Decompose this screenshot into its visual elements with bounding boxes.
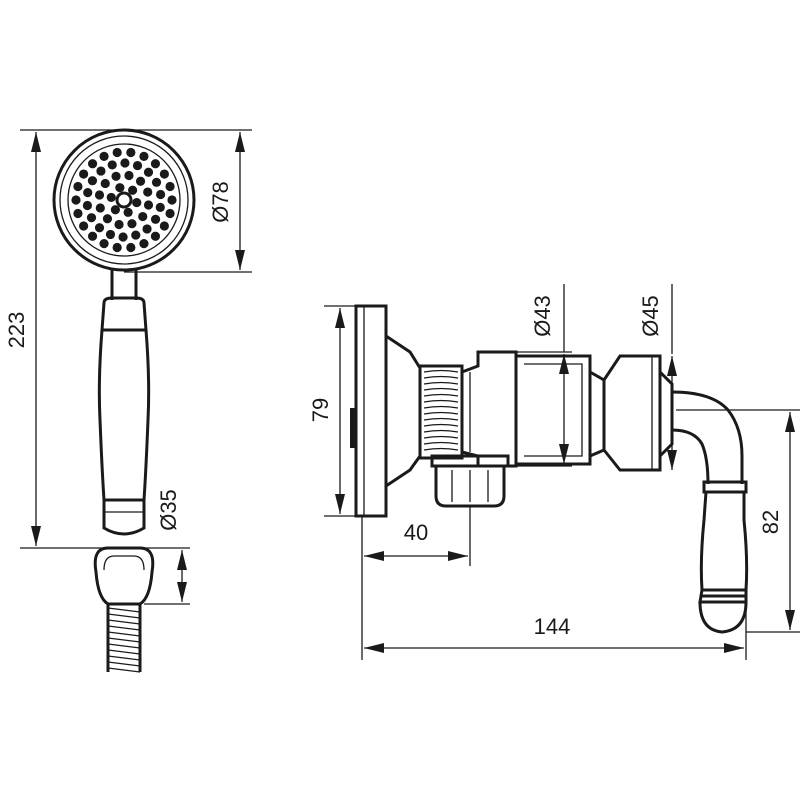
- dim-dia-43-label: Ø43: [530, 295, 555, 337]
- dim-dia-35-label: Ø35: [156, 489, 181, 531]
- hand-shower: 223 Ø78 Ø35: [4, 128, 252, 673]
- shower-head: [52, 128, 196, 272]
- dim-40-label: 40: [404, 520, 428, 545]
- wall-plate: [350, 304, 422, 518]
- dim-82-label: 82: [758, 510, 783, 534]
- dimension-dia-35: Ø35: [144, 489, 190, 605]
- dim-79-label: 79: [308, 398, 333, 422]
- mixer-body: 79 Ø43 Ø45 82 40: [308, 284, 800, 660]
- dimension-82: 82: [676, 409, 800, 633]
- dim-144-label: 144: [534, 614, 571, 639]
- threaded-nut: [418, 364, 464, 460]
- dimension-79: 79: [308, 305, 356, 517]
- dim-dia-78-label: Ø78: [208, 181, 233, 223]
- dimension-dia-43: Ø43: [516, 284, 572, 467]
- outlet-connector: [430, 454, 510, 508]
- shower-nozzles: [71, 147, 177, 253]
- dimension-dia-45: Ø45: [638, 284, 677, 470]
- dimension-223: 223: [4, 129, 124, 549]
- dimension-40: 40: [361, 506, 471, 660]
- dimension-144: 144: [364, 604, 747, 660]
- dimension-dia-78: Ø78: [124, 129, 252, 273]
- mixer-main-body: [461, 350, 674, 472]
- shower-hose: [106, 604, 142, 673]
- dim-223-label: 223: [4, 312, 29, 349]
- shower-handle: [97, 296, 151, 536]
- lever-handle: [671, 390, 749, 634]
- dim-dia-45-label: Ø45: [638, 295, 663, 337]
- shower-holder: [93, 546, 155, 606]
